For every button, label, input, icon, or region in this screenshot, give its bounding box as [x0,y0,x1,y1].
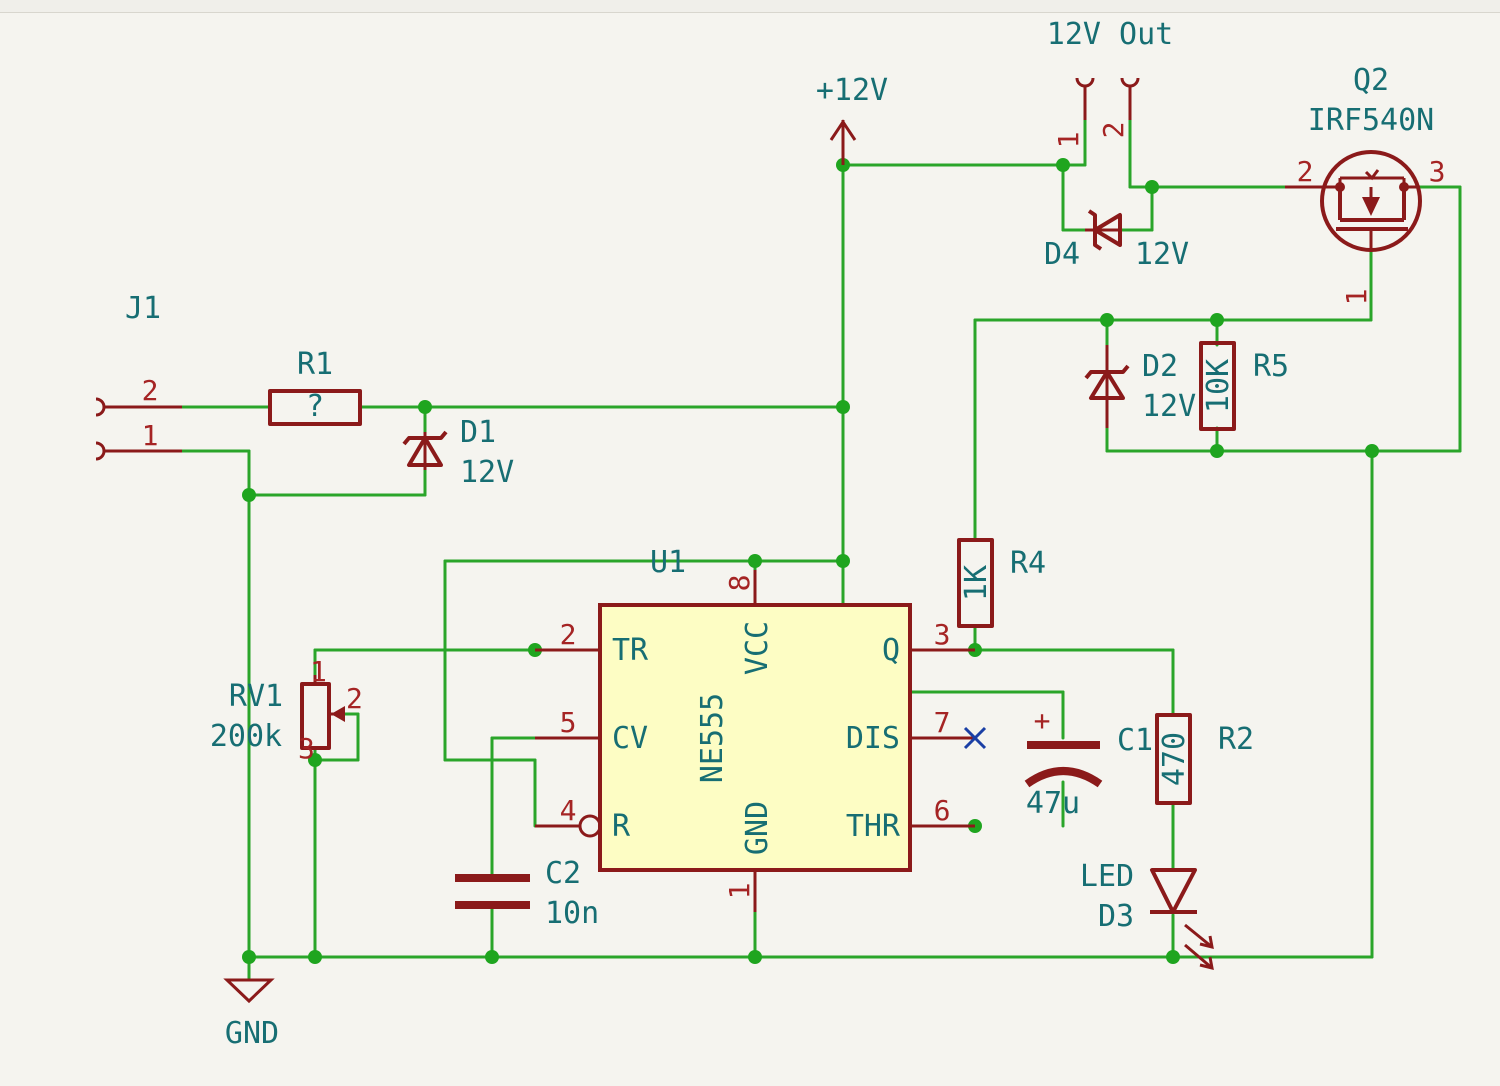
led-d3[interactable]: LED D3 [1080,859,1214,971]
resistor-r1[interactable]: R1 ? [268,347,362,426]
r4-ref: R4 [1010,546,1046,581]
u1-pin-vcc: VCC [740,621,775,675]
u1-pin-gnd: GND [740,801,775,855]
junction-dot [1145,180,1159,194]
junction-dot [836,400,850,414]
mosfet-q2[interactable]: Q2 IRF540N 2 3 1 [1285,63,1445,305]
u1-pin-number: 5 [560,706,577,739]
rv1-ref: RV1 [229,679,283,714]
vcc-label: +12V [816,73,888,108]
q2-pin1-number: 1 [1340,289,1373,306]
u1-pin-number: 2 [560,618,577,651]
q2-pin3-number: 3 [1429,155,1446,188]
out-label: 12V Out [1047,17,1173,52]
u1-pin-number: 8 [723,575,756,592]
r4-value: 1K [959,565,994,601]
d3-ref: D3 [1098,899,1134,934]
r5-ref: R5 [1253,349,1289,384]
rv1-pin2-number: 2 [346,682,363,715]
gnd-label: GND [225,1016,279,1051]
j1-pin2-number: 2 [142,374,159,407]
j1-ref: J1 [125,291,161,326]
d4-ref: D4 [1044,237,1080,272]
u1-pin-r: R [612,809,631,844]
r2-value: 470 [1157,732,1192,786]
u1-pin-number: 1 [723,883,756,900]
zener-d4[interactable]: D4 12V [1044,209,1189,272]
junction-dot [242,950,256,964]
junction-dot [485,950,499,964]
ic-u1-ne555[interactable]: U1 TR CV R Q DIS THR VCC GND NE555 2 5 4… [535,545,975,912]
resistor-r5[interactable]: 10K R5 [1199,341,1289,431]
r5-value: 10K [1201,359,1236,413]
capacitor-c1[interactable]: + C1 47u [1024,704,1153,821]
resistor-r4[interactable]: 1K R4 [957,538,1046,628]
u1-pin-number: 6 [934,794,951,827]
r1-ref: R1 [297,347,333,382]
u1-pin-dis: DIS [846,721,900,756]
c2-value: 10n [545,896,599,931]
junction-dot [1365,444,1379,458]
j1-pin1-number: 1 [142,419,159,452]
toolbar-strip [0,0,1500,13]
r1-value: ? [306,389,324,424]
u1-pin-q: Q [882,633,900,668]
connector-12v-out[interactable]: 12V Out 1 2 [1047,17,1173,148]
out-pin1-number: 1 [1052,132,1085,149]
no-connect-marker [963,726,987,750]
junction-dot [1100,313,1114,327]
capacitor-c2[interactable]: C2 10n [455,856,599,931]
junction-dot [748,554,762,568]
rv1-value: 200k [210,719,282,754]
junction-dot [308,753,322,767]
junction-dot [242,488,256,502]
junction-dot [1210,313,1224,327]
junction-dot [836,554,850,568]
junctions [242,158,1379,964]
rv1-pin1-number: 1 [310,655,327,688]
power-gnd-symbol[interactable]: GND [223,978,279,1051]
d2-ref: D2 [1142,349,1178,384]
u1-ref: U1 [650,545,686,580]
c1-ref: C1 [1117,723,1153,758]
junction-dot [308,950,322,964]
u1-pin-number: 4 [560,794,577,827]
u1-value: NE555 [695,693,730,783]
u1-pin-number: 3 [934,618,951,651]
r2-ref: R2 [1218,722,1254,757]
u1-pin-number: 7 [934,706,951,739]
power-vcc-symbol[interactable]: +12V [816,73,888,165]
u1-pin-cv: CV [612,721,648,756]
out-pin2-number: 2 [1097,122,1130,139]
zener-d1[interactable]: D1 12V [402,415,514,490]
d4-value: 12V [1135,237,1189,272]
d1-value: 12V [460,455,514,490]
d3-value: LED [1080,859,1134,894]
d1-ref: D1 [460,415,496,450]
u1-pin-thr: THR [846,809,901,844]
c2-ref: C2 [545,856,581,891]
q2-value: IRF540N [1308,103,1434,138]
rv1-pin3-number: 3 [298,732,315,765]
c1-value: 47u [1026,786,1080,821]
q2-pin2-number: 2 [1297,155,1314,188]
junction-dot [1056,158,1070,172]
junction-dot [748,950,762,964]
resistor-r2[interactable]: 470 R2 [1155,713,1254,805]
c1-polarity: + [1034,704,1051,737]
q2-ref: Q2 [1353,63,1389,98]
junction-dot [1210,444,1224,458]
potentiometer-rv1[interactable]: RV1 200k 1 2 3 [210,655,363,765]
zener-d2[interactable]: D2 12V [1084,345,1196,428]
connector-j1[interactable]: J1 2 1 [95,291,182,461]
d2-value: 12V [1142,389,1196,424]
junction-dot [418,400,432,414]
u1-pin-tr: TR [612,633,649,668]
junction-dot [1166,950,1180,964]
